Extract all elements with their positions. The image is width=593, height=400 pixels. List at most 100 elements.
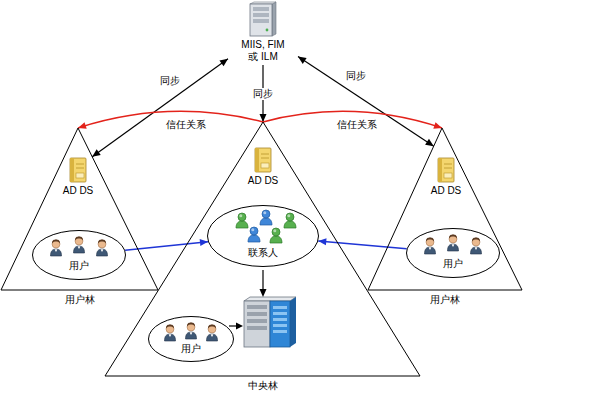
forest-triangle: 用户林AD DS用户: [1, 128, 158, 290]
arrow-line: [229, 325, 237, 326]
directory-book: [70, 158, 86, 182]
contact-shine: [273, 229, 276, 232]
user-collar: [429, 247, 432, 250]
server-tower: [244, 301, 270, 347]
panel-slot: [273, 312, 287, 315]
user-icon: [448, 235, 459, 252]
user-hair: [208, 325, 216, 329]
user-icon: [74, 237, 85, 254]
forest-triangle: 中央林AD DS联系人用户: [105, 122, 420, 376]
node-icons: [165, 323, 218, 342]
directory-label: AD DS: [63, 185, 94, 197]
tower-bay: [253, 7, 269, 11]
server-top: [244, 297, 296, 301]
user-body: [74, 246, 85, 253]
tower-bay: [253, 19, 269, 23]
forest-label: 中央林: [248, 380, 278, 392]
group-outline: [149, 317, 234, 362]
contact-head: [262, 210, 270, 218]
arrow-head: [78, 122, 87, 129]
edge-label: 同步: [158, 75, 182, 87]
group-label: 联系人: [248, 247, 278, 259]
sync-arrow: [92, 59, 228, 157]
directory-spine: [255, 148, 259, 172]
connector-line: [318, 241, 406, 249]
arrow-head: [318, 238, 326, 245]
forest-outline: [1, 128, 158, 290]
user-collar: [190, 332, 193, 335]
arrow-head: [219, 59, 228, 67]
directory-line: [261, 154, 269, 155]
user-head: [208, 325, 216, 333]
users-group: 用户: [406, 228, 500, 278]
user-body: [186, 332, 197, 339]
server-label: MIIS, FIM 或 ILM: [235, 39, 291, 63]
connector-line: [298, 57, 434, 147]
user-icon: [471, 238, 482, 255]
user-collar: [452, 244, 455, 247]
drive-bay: [247, 305, 267, 309]
forest-outline: [105, 122, 420, 376]
contact-body: [284, 221, 296, 228]
group-label: 用户: [443, 258, 463, 270]
forest-outline: [368, 128, 522, 290]
contact-body: [236, 221, 248, 228]
group-outline: [407, 229, 500, 278]
contact-shine: [239, 214, 242, 217]
user-icon: [425, 238, 436, 255]
contact-body: [270, 236, 282, 243]
panel-slot: [273, 324, 287, 327]
sync-arrow: [298, 57, 434, 147]
arrow-head: [236, 323, 243, 330]
user-icon: [207, 325, 218, 342]
group-outline: [33, 231, 126, 280]
user-head: [472, 238, 480, 246]
contact-head: [250, 227, 258, 235]
user-collar: [211, 334, 214, 337]
user-body: [425, 247, 436, 254]
directory-line: [76, 164, 84, 165]
user-head: [187, 323, 195, 331]
contact-icon: [260, 210, 272, 225]
edge-label: 同步: [251, 88, 275, 100]
user-hair: [426, 238, 434, 242]
directory-spine: [70, 158, 74, 182]
directory-book: [438, 158, 454, 182]
user-body: [448, 244, 459, 251]
contact-icon: [270, 228, 282, 243]
user-hair: [472, 238, 480, 242]
arrow-head: [433, 122, 442, 129]
user-hair: [75, 237, 83, 241]
user-hair: [98, 240, 106, 244]
directory-icon: [70, 158, 86, 182]
group-outline: [208, 206, 319, 267]
arrow-head: [200, 239, 208, 246]
arrow-head: [92, 149, 101, 157]
user-collar: [55, 249, 58, 252]
tower-light: [266, 29, 269, 32]
tower-side: [272, 2, 276, 36]
tower-bay: [253, 13, 269, 17]
contact-body: [248, 235, 260, 242]
connector-line: [92, 59, 228, 157]
user-icon: [51, 240, 62, 257]
users-group-shape: [406, 228, 500, 278]
sync-server-icon: [250, 2, 276, 36]
directory-label: AD DS: [248, 175, 279, 187]
directory-plate: [444, 173, 452, 178]
drive-bay: [247, 326, 267, 330]
user-hair: [52, 240, 60, 244]
user-hair: [187, 323, 195, 327]
arrow-head: [425, 139, 434, 146]
panel-slot: [273, 330, 287, 333]
directory-node: AD DS: [60, 158, 96, 198]
contact-icon: [248, 227, 260, 242]
user-collar: [475, 247, 478, 250]
edge-label: 信任关系: [335, 119, 379, 131]
directory-plate: [76, 173, 84, 178]
edge-label: 同步: [344, 70, 368, 82]
user-hair: [166, 325, 174, 329]
contacts-group: 联系人: [207, 205, 319, 267]
